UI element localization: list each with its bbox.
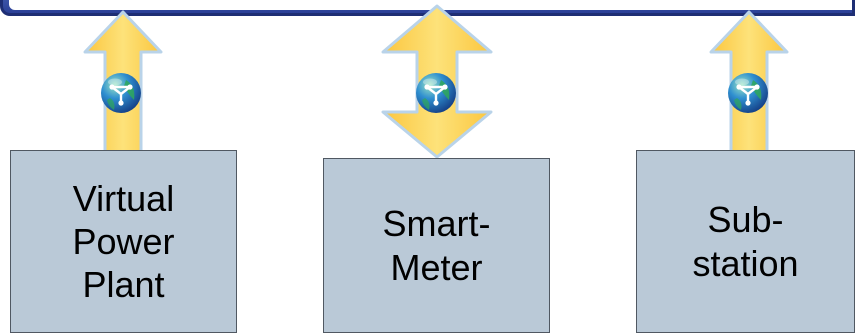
network-globe-icon <box>101 73 141 113</box>
virtual-power-plant-box: Virtual Power Plant <box>10 150 237 333</box>
node-label: Virtual Power Plant <box>72 177 175 306</box>
substation-box: Sub- station <box>636 150 855 333</box>
network-globe-icon <box>728 73 768 113</box>
node-label: Sub- station <box>692 199 799 284</box>
node-label: Smart- Meter <box>382 203 491 288</box>
network-globe-icon <box>416 73 456 113</box>
smart-meter-box: Smart- Meter <box>323 158 550 333</box>
